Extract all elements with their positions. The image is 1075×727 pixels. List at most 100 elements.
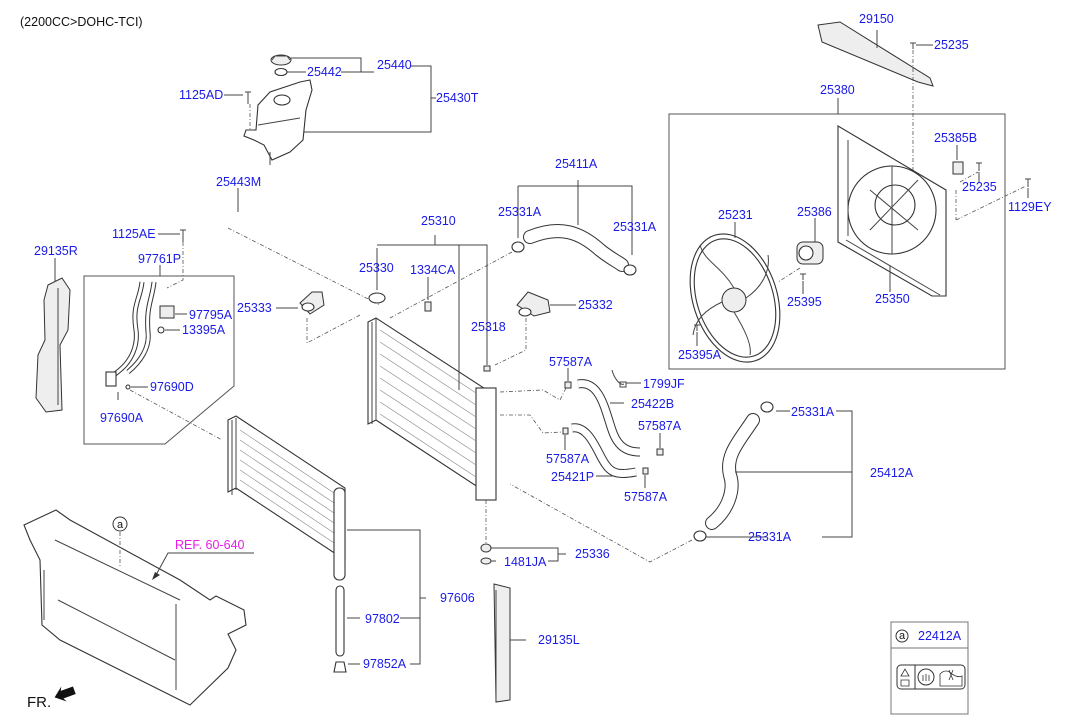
part-label-97761P[interactable]: 97761P: [138, 252, 182, 266]
coolant-reservoir-25430T[interactable]: [243, 79, 313, 165]
upper-bracket-29150[interactable]: [817, 21, 934, 87]
drain-plug-25336[interactable]: [480, 543, 492, 553]
bolt-25235[interactable]: [976, 162, 982, 171]
part-label-57587A[interactable]: 57587A: [624, 490, 668, 504]
resistor-25385B[interactable]: [952, 161, 964, 175]
part-label-25331A[interactable]: 25331A: [613, 220, 657, 234]
part-label-25440[interactable]: 25440: [377, 58, 412, 72]
part-label-97690D[interactable]: 97690D: [150, 380, 194, 394]
bolt-1125AD[interactable]: [245, 91, 251, 104]
part-label-13395A[interactable]: 13395A: [182, 323, 226, 337]
part-label-25318[interactable]: 25318: [471, 320, 506, 334]
fan-shroud-25350[interactable]: [837, 125, 947, 297]
part-label-25395A[interactable]: 25395A: [678, 348, 722, 362]
part-label-29150[interactable]: 29150: [859, 12, 894, 26]
reservoir-seal-25442[interactable]: [274, 67, 288, 77]
part-label-25331A[interactable]: 25331A: [748, 530, 792, 544]
radiator-25310[interactable]: [367, 317, 497, 501]
fan-blade-25231[interactable]: [675, 222, 796, 373]
oring-97690D[interactable]: [125, 384, 131, 390]
front-end-module[interactable]: [23, 509, 247, 706]
clamp-57587A[interactable]: [562, 427, 569, 435]
part-label-57587A[interactable]: 57587A: [549, 355, 593, 369]
part-label-97606[interactable]: 97606: [440, 591, 475, 605]
clip-1334CA[interactable]: [424, 301, 432, 312]
part-label-25310[interactable]: 25310: [421, 214, 456, 228]
overflow-hose-25443M[interactable]: [217, 167, 274, 226]
part-label-25443M[interactable]: 25443M: [216, 175, 262, 189]
part-label-22412A[interactable]: 22412A: [918, 629, 962, 643]
part-label-29135L[interactable]: 29135L: [538, 633, 580, 647]
mount-25333[interactable]: [299, 291, 325, 315]
part-label-25412A[interactable]: 25412A: [870, 466, 914, 480]
fan-motor-25386[interactable]: [796, 241, 824, 265]
hot-steam-icon: [939, 670, 963, 687]
bolt-1129EY[interactable]: [1025, 178, 1031, 187]
bracket-97795A[interactable]: [159, 305, 175, 319]
ac-pipe-97761P[interactable]: [105, 281, 157, 387]
part-label-29135R[interactable]: 29135R: [34, 244, 78, 258]
cap-97852A[interactable]: [333, 661, 347, 673]
part-label-25442[interactable]: 25442: [307, 65, 342, 79]
clamp-57587A[interactable]: [564, 381, 572, 389]
hose-25421P[interactable]: [571, 423, 637, 478]
reference-link[interactable]: REF. 60-640: [175, 538, 245, 552]
part-label-1334CA[interactable]: 1334CA: [410, 263, 456, 277]
part-label-25411A[interactable]: 25411A: [555, 157, 598, 171]
nut-13395A[interactable]: [157, 326, 165, 334]
part-label-25350[interactable]: 25350: [875, 292, 910, 306]
part-label-97795A[interactable]: 97795A: [189, 308, 233, 322]
no-hand-icon: [917, 668, 935, 686]
oring-1481JA[interactable]: [480, 557, 492, 565]
part-label-25331A[interactable]: 25331A: [498, 205, 542, 219]
part-label-57587A[interactable]: 57587A: [638, 419, 682, 433]
mount-25332[interactable]: [516, 291, 551, 317]
part-label-25422B[interactable]: 25422B: [631, 397, 675, 411]
part-label-25235[interactable]: 25235: [934, 38, 969, 52]
part-label-97802[interactable]: 97802: [365, 612, 400, 626]
part-label-97690A[interactable]: 97690A: [100, 411, 144, 425]
hose-25422B[interactable]: [577, 379, 641, 457]
part-label-25386[interactable]: 25386: [797, 205, 832, 219]
lower-hose-25412A[interactable]: [705, 413, 760, 530]
part-label-25332[interactable]: 25332: [578, 298, 613, 312]
part-label-25333[interactable]: 25333: [237, 301, 272, 315]
part-label-25380[interactable]: 25380: [820, 83, 855, 97]
air-guard-29135R[interactable]: [35, 277, 71, 413]
clamp-57587A[interactable]: [642, 467, 649, 475]
hose-clamp-25331A[interactable]: [511, 241, 525, 253]
screw-25395[interactable]: [800, 273, 806, 280]
air-guard-29135L[interactable]: [493, 583, 511, 703]
part-label-25330[interactable]: 25330: [359, 261, 394, 275]
part-label-1125AE[interactable]: 1125AE: [112, 227, 156, 241]
part-label-25395[interactable]: 25395: [787, 295, 822, 309]
part-label-1129EY[interactable]: 1129EY: [1008, 200, 1052, 214]
hose-clamp-25331A[interactable]: [760, 401, 774, 413]
clip-25318[interactable]: [483, 365, 491, 372]
radiator-cap-25330[interactable]: [368, 292, 386, 304]
part-label-25231[interactable]: 25231: [718, 208, 753, 222]
desiccant-97802[interactable]: [335, 585, 345, 657]
part-label-97852A[interactable]: 97852A: [363, 657, 407, 671]
receiver-drier-tube[interactable]: [333, 487, 346, 581]
part-label-25331A[interactable]: 25331A: [791, 405, 835, 419]
bolt-1125AE[interactable]: [180, 229, 186, 242]
hose-clamp-25331A[interactable]: [693, 530, 707, 542]
part-label-1481JA[interactable]: 1481JA: [504, 555, 547, 569]
clip-1799JF[interactable]: [611, 369, 627, 388]
part-label-25235[interactable]: 25235: [962, 180, 997, 194]
upper-hose-25411A[interactable]: [523, 224, 629, 272]
screw-25395A[interactable]: [694, 324, 700, 331]
reservoir-cap-25440[interactable]: [270, 54, 292, 66]
condenser-97606[interactable]: [227, 415, 346, 562]
bolt-25235[interactable]: [910, 42, 916, 49]
part-label-1125AD[interactable]: 1125AD: [179, 88, 224, 102]
part-label-25336[interactable]: 25336: [575, 547, 610, 561]
part-label-25385B[interactable]: 25385B: [934, 131, 978, 145]
clamp-57587A[interactable]: [656, 448, 664, 456]
part-label-25421P[interactable]: 25421P: [551, 470, 595, 484]
part-label-1799JF[interactable]: 1799JF: [643, 377, 685, 391]
part-label-57587A[interactable]: 57587A: [546, 452, 590, 466]
part-label-25430T[interactable]: 25430T: [436, 91, 479, 105]
hose-clamp-25331A[interactable]: [623, 264, 637, 276]
